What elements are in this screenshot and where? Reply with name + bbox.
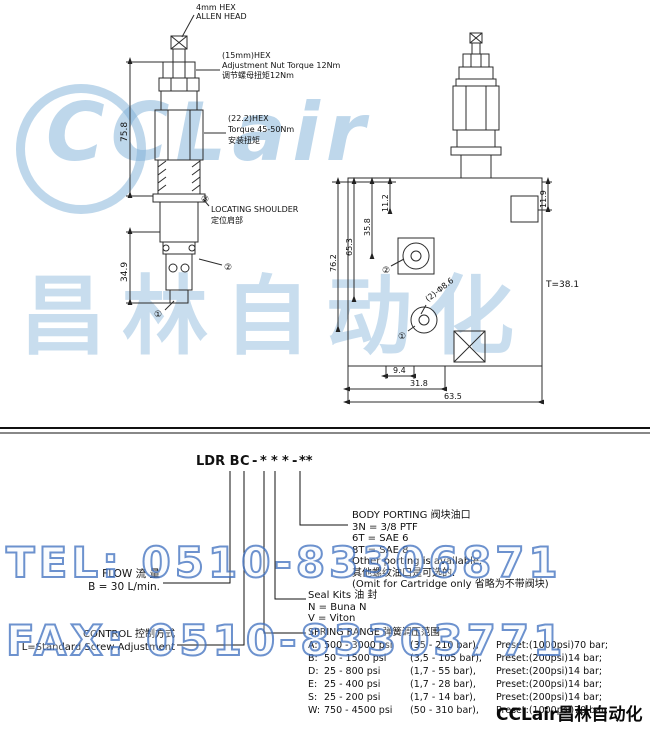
dim-76-2: 76.2 xyxy=(329,254,338,272)
body-porting-legend: BODY PORTING 阀块油口 3N = 3/8 PTF 6T = SAE … xyxy=(352,510,549,591)
spring-range-row: W: 750 - 4500 psi (50 - 310 bar), Preset… xyxy=(308,705,609,716)
model-code-star-3: * xyxy=(282,454,289,469)
callout-body-hex: (22.2)HEX xyxy=(228,114,269,123)
seal-kits-item: N = Buna N xyxy=(308,601,367,613)
dim-35-8: 35.8 xyxy=(363,218,372,236)
control-title: CONTROL 控制方式 xyxy=(82,629,175,640)
callout-adjust-torque: Adjustment Nut Torque 12Nm xyxy=(222,61,341,70)
dim-9-4: 9.4 xyxy=(393,366,406,375)
body-porting-item: Other porting is available. xyxy=(352,556,483,567)
section-divider xyxy=(0,427,650,434)
flow-value: B = 30 L/min. xyxy=(88,581,160,593)
seal-kits-title: Seal Kits 油 封 xyxy=(308,590,378,601)
dimensions: 75.8 34.9 11.2 35.8 65.3 76.2 11.9 T=38.… xyxy=(120,57,579,405)
cartridge-valve-section xyxy=(152,35,206,304)
installed-valve-view xyxy=(450,32,502,179)
body-porting-item: (Omit for Cartridge only 省略为不带阀块) xyxy=(352,579,549,590)
control-value: L=Standard Screw Adjustment xyxy=(21,642,175,653)
flow-legend: FLOW 流 量 B = 30 L/min. xyxy=(20,568,160,594)
model-code-star-2: * xyxy=(271,454,278,469)
valve-port-1-label: ① xyxy=(154,310,162,320)
body-porting-item: 8T = SAE 8 xyxy=(352,544,409,556)
callout-adjust-torque-cn: 调节螺母扭矩12Nm xyxy=(222,70,294,80)
brand-logo-circle xyxy=(16,84,146,214)
model-code-star-1: * xyxy=(260,454,267,469)
body-porting-item: 6T = SAE 6 xyxy=(352,533,409,544)
dim-thickness: T=38.1 xyxy=(545,280,579,290)
callout-body-torque-cn: 安装扭矩 xyxy=(228,135,260,145)
body-porting-item: 其他螺纹油口是可选的. xyxy=(352,567,456,579)
model-code-connectors xyxy=(163,471,348,646)
spring-range-row: E: 25 - 400 psi (1,7 - 28 bar), Preset:(… xyxy=(308,679,603,690)
callout-adjust-hex: (15mm)HEX xyxy=(222,51,271,60)
dim-75-8: 75.8 xyxy=(120,122,130,142)
body-porting-item: 3N = 3/8 PTF xyxy=(352,521,418,533)
footer-brand: CCLair昌林自动化 xyxy=(496,705,643,725)
model-code-suffix: ** xyxy=(299,454,313,469)
callout-body-torque: Torque 45-50Nm xyxy=(227,125,294,134)
valve-port-2-label: ② xyxy=(224,263,232,273)
callout-shoulder-number: ③ xyxy=(201,195,209,205)
control-legend: CONTROL 控制方式 L=Standard Screw Adjustment xyxy=(10,628,175,654)
manifold-block-view xyxy=(347,177,543,367)
flow-title: FLOW 流 量 xyxy=(102,568,160,580)
body-porting-title: BODY PORTING 阀块油口 xyxy=(352,510,471,521)
spring-range-row: A: 500 - 3000 psi (35 - 210 bar), Preset… xyxy=(308,640,609,651)
dim-63-5: 63.5 xyxy=(444,392,462,401)
spring-range-row: D: 25 - 800 psi (1,7 - 55 bar), Preset:(… xyxy=(308,666,603,677)
dim-holes: (2)-Φ8.6 xyxy=(424,276,456,304)
dim-11-9: 11.9 xyxy=(539,190,548,208)
model-code-series: LDR B xyxy=(196,454,240,469)
model-code-dash-1: - xyxy=(252,454,258,469)
seal-kits-item: V = Viton xyxy=(308,613,356,624)
model-code-dash-2: - xyxy=(292,454,298,469)
dim-34-9: 34.9 xyxy=(120,262,130,282)
callout-allen-head: ALLEN HEAD xyxy=(196,12,247,21)
callout-allen-hex: 4mm HEX xyxy=(196,3,236,12)
spring-range-title: SPRING RANGE 弹簧调压范围 xyxy=(308,627,440,638)
callout-locating-shoulder-cn: 定位肩部 xyxy=(211,215,243,225)
block-port-2-label: ② xyxy=(382,266,390,276)
seal-kits-legend: Seal Kits 油 封 N = Buna N V = Viton xyxy=(308,590,377,625)
dim-31-8: 31.8 xyxy=(410,379,428,388)
callout-locating-shoulder: LOCATING SHOULDER xyxy=(211,205,299,214)
spring-range-row: S: 25 - 200 psi (1,7 - 14 bar), Preset:(… xyxy=(308,692,603,703)
block-port-1-label: ① xyxy=(398,332,406,342)
spring-range-row: B: 50 - 1500 psi (3,5 - 105 bar), Preset… xyxy=(308,653,603,664)
spring-range-legend: SPRING RANGE 弹簧调压范围 A: 500 - 3000 psi (3… xyxy=(308,626,608,717)
dim-11-2: 11.2 xyxy=(381,194,390,212)
callouts: 4mm HEX ALLEN HEAD (15mm)HEX Adjustment … xyxy=(154,3,416,342)
model-code-cavity: C xyxy=(240,454,250,469)
dim-65-3: 65.3 xyxy=(345,238,354,256)
